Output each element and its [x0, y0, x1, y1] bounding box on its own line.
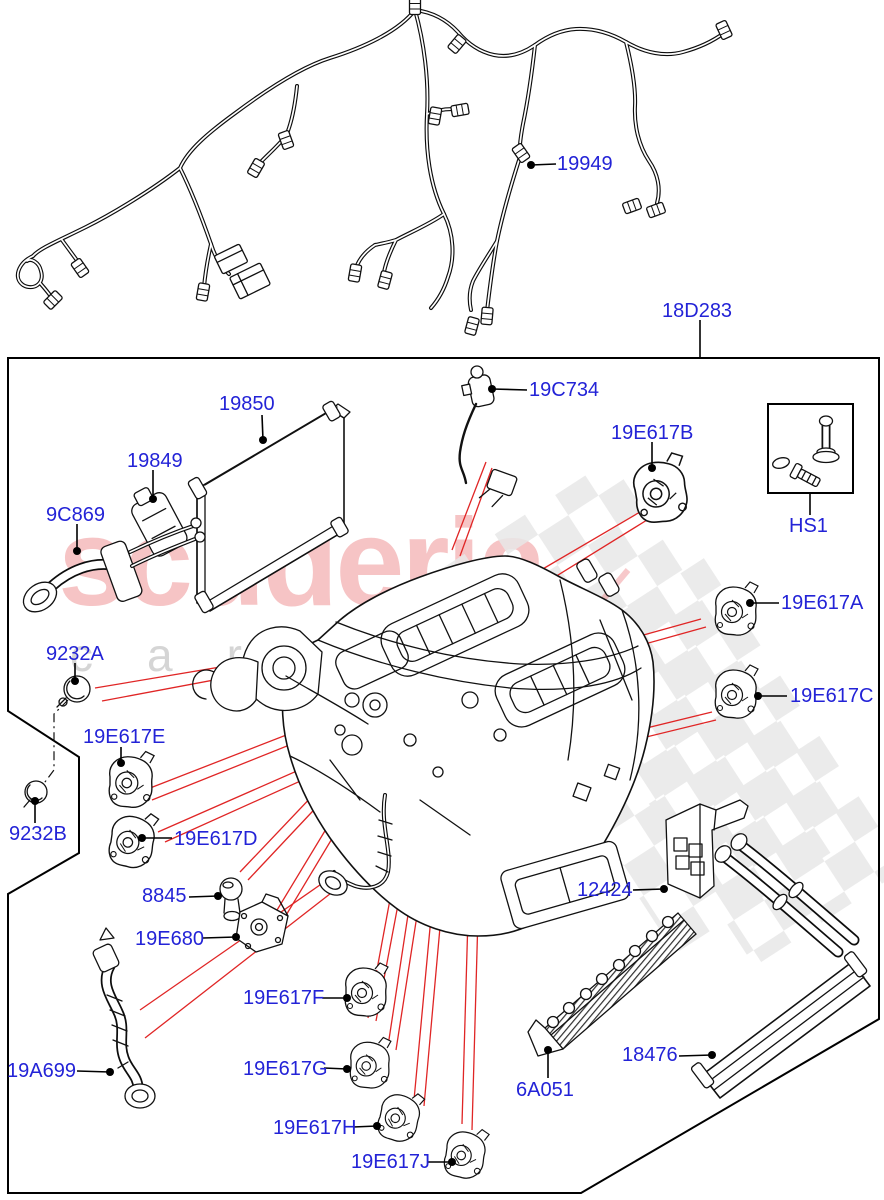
actuator-19E617E [108, 750, 155, 808]
part-label-19E617G: 19E617G [243, 1058, 328, 1080]
part-label-19E680: 19E680 [135, 928, 204, 950]
part-label-9C869: 9C869 [46, 504, 105, 526]
part-label-9232B: 9232B [9, 823, 67, 845]
part-label-19C734: 19C734 [529, 379, 600, 401]
part-label-19E617B: 19E617B [611, 422, 694, 444]
part-label-19E617C: 19E617C [790, 685, 874, 707]
relay-block [229, 262, 271, 300]
pipe-9C869 [22, 517, 206, 613]
part-label-19A699: 19A699 [7, 1060, 76, 1082]
part-label-19E617A: 19E617A [781, 592, 864, 614]
part-label-19849: 19849 [127, 450, 183, 472]
part-label-19E617D: 19E617D [174, 828, 258, 850]
clamp-19849 [131, 487, 188, 557]
drain-tube-19A699 [92, 927, 156, 1109]
relay-block [214, 243, 248, 275]
part-label-19E617H: 19E617H [273, 1117, 357, 1139]
part-label-12424: 12424 [577, 879, 633, 901]
part-label-19E617J: 19E617J [351, 1151, 430, 1173]
assembly-box-18D283 [7, 357, 880, 1194]
actuator-19E617D [106, 808, 160, 871]
actuator-19E617F [344, 962, 389, 1017]
part-label-19850: 19850 [219, 393, 275, 415]
inset-box-HS1 [767, 403, 854, 515]
part-label-19E617F: 19E617F [243, 987, 325, 1009]
grommet-9232A [56, 675, 91, 708]
part-label-6A051: 6A051 [516, 1079, 574, 1101]
bracket-12424 [665, 799, 749, 899]
actuator-19E617J [441, 1124, 491, 1182]
ptc-heater-6A051 [527, 912, 697, 1057]
part-label-18476: 18476 [622, 1044, 678, 1066]
sensor-19C734 [458, 365, 518, 508]
heater-unit-assembly [192, 555, 655, 937]
part-label-18D283: 18D283 [662, 300, 733, 322]
wiring-harness-19949 [15, 0, 734, 337]
bracket-19E680 [235, 893, 289, 953]
part-label-8845: 8845 [142, 885, 187, 907]
part-label-HS1: HS1 [789, 515, 828, 537]
part-label-19949: 19949 [557, 153, 613, 175]
evaporator-core-19850 [187, 400, 351, 614]
part-label-19E617E: 19E617E [83, 726, 166, 748]
grommet-link-line [41, 699, 69, 787]
sensor-8845 [219, 877, 243, 922]
actuator-19E617H [374, 1086, 426, 1146]
part-label-9232A: 9232A [46, 643, 104, 665]
leader-lines [31, 161, 787, 1166]
screw-icon [789, 462, 821, 488]
heater-core-18476 [690, 833, 871, 1099]
actuator-19E617G [349, 1036, 392, 1089]
